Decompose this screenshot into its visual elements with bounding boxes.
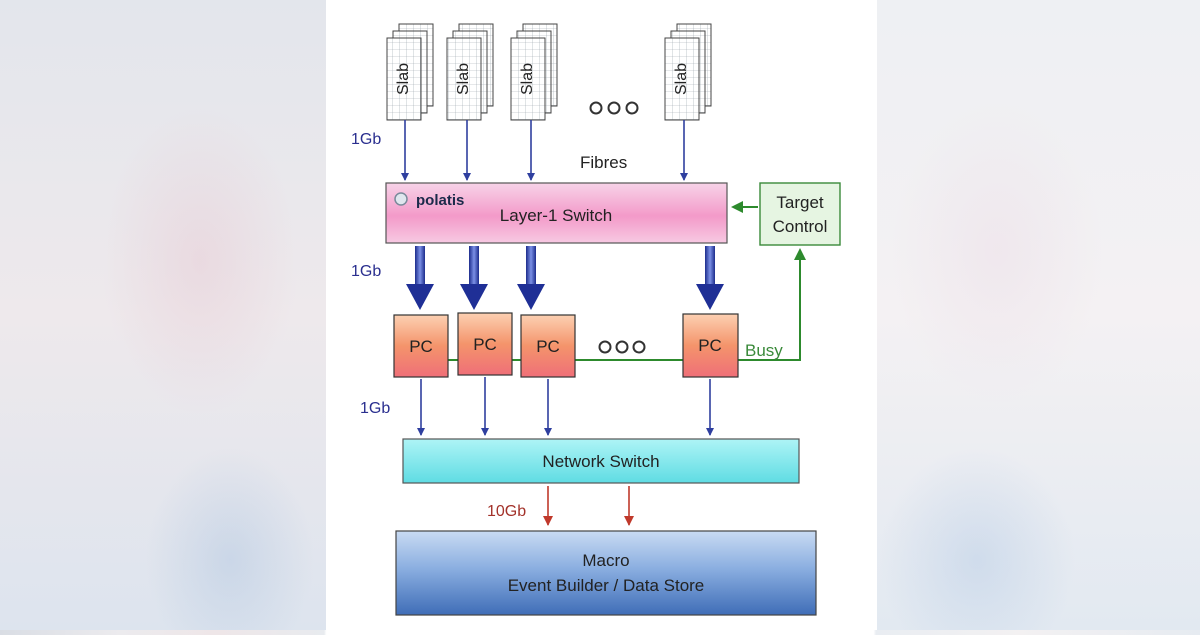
network-to-macro-arrows [543, 486, 634, 526]
polatis-logo-icon [394, 192, 408, 206]
pc-label: PC [698, 336, 722, 355]
slab-stack: Slab [664, 23, 712, 121]
blurred-background-left [0, 0, 326, 630]
macro-line2: Event Builder / Data Store [508, 576, 705, 595]
target-control-box: Target Control [759, 182, 841, 246]
busy-line [448, 248, 806, 361]
pc-label: PC [536, 337, 560, 356]
slab-label: Slab [519, 63, 536, 95]
label-1gb-mid: 1Gb [351, 263, 381, 280]
label-fibres: Fibres [580, 153, 627, 172]
network-switch-label: Network Switch [542, 452, 659, 471]
target-control-line1: Target [776, 193, 824, 212]
blurred-background-right [877, 0, 1200, 630]
ellipsis-pcs [598, 340, 646, 354]
pc-label: PC [409, 337, 433, 356]
polatis-brand: polatis [416, 192, 464, 209]
ellipsis-slabs [589, 101, 639, 115]
diagram-panel: Slab Slab Slab Slab 1Gb Fibres polatis Laye… [326, 0, 877, 630]
label-busy: Busy [745, 341, 783, 360]
switch-to-pc-thick-arrows [406, 246, 724, 310]
network-switch: Network Switch [402, 438, 800, 484]
daq-architecture-diagram: Slab Slab Slab Slab 1Gb Fibres polatis Laye… [351, 23, 841, 616]
pc-box: PC [520, 314, 576, 378]
pc-box: PC [682, 313, 739, 378]
label-10gb: 10Gb [487, 503, 526, 520]
pc-box: PC [393, 314, 449, 378]
slab-stacks: Slab Slab Slab Slab [386, 23, 712, 121]
layer1-switch-label: Layer-1 Switch [500, 206, 612, 225]
slab-label: Slab [455, 63, 472, 95]
pc-box: PC [457, 312, 513, 376]
label-1gb-top: 1Gb [351, 131, 381, 148]
label-1gb-low: 1Gb [360, 400, 390, 417]
macro-line1: Macro [582, 551, 629, 570]
slab-stack: Slab [386, 23, 434, 121]
fibre-arrows [401, 120, 688, 181]
slab-stack: Slab [510, 23, 558, 121]
slab-label: Slab [395, 63, 412, 95]
macro-event-builder: Macro Event Builder / Data Store [395, 530, 817, 616]
pc-boxes: PC PC PC PC [393, 312, 739, 378]
target-control-line2: Control [773, 217, 828, 236]
pc-label: PC [473, 335, 497, 354]
pc-to-network-arrows [417, 377, 714, 436]
layer1-switch: polatis Layer-1 Switch [385, 182, 728, 244]
slab-stack: Slab [446, 23, 494, 121]
slab-label: Slab [673, 63, 690, 95]
